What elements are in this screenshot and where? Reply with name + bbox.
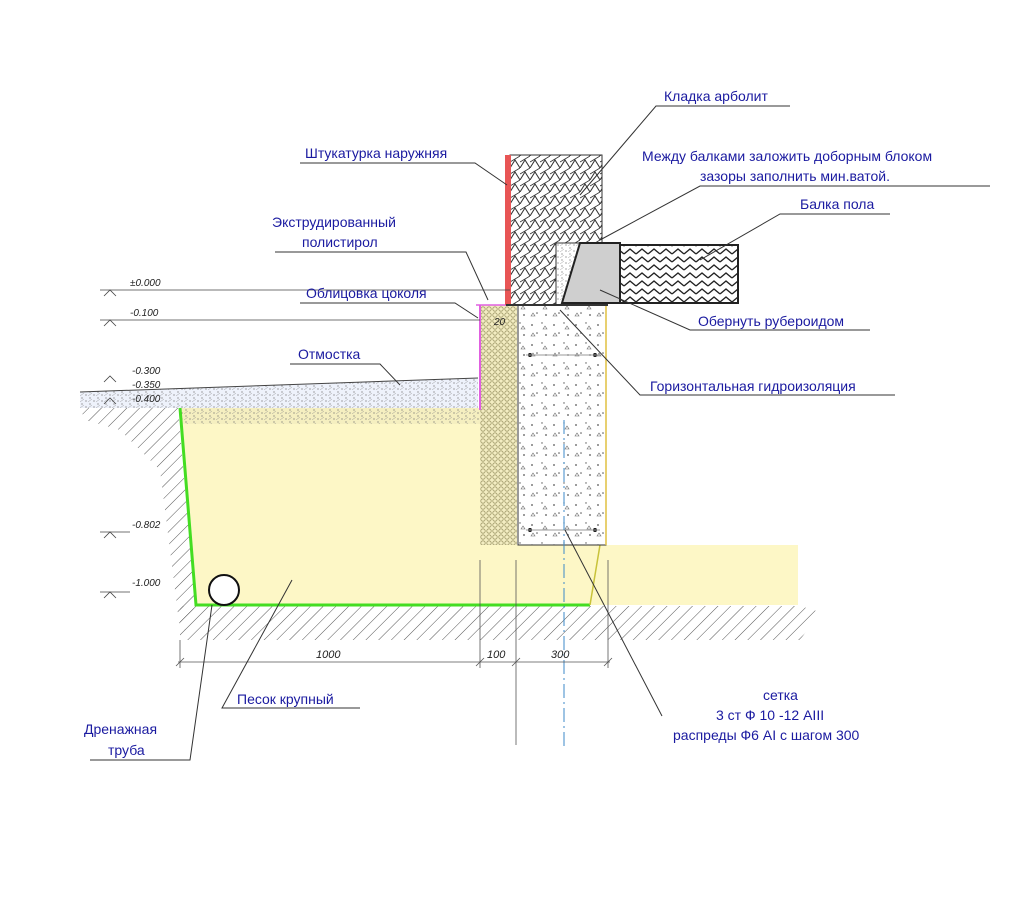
label-drenazh-1: Дренажная	[84, 721, 157, 737]
label-otmostka: Отмостка	[298, 346, 361, 362]
label-mezhdu-2: зазоры заполнить мин.ватой.	[700, 168, 890, 184]
dim-300: 300	[551, 649, 570, 661]
label-balka: Балка пола	[800, 196, 874, 212]
drain-pipe	[208, 574, 240, 606]
leader-lines	[90, 105, 990, 761]
earth-bottom	[180, 606, 820, 640]
label-setka-1: сетка	[763, 687, 798, 703]
drain-outline	[178, 407, 590, 607]
level-0350: -0.350	[132, 380, 161, 391]
level-0100: -0.100	[130, 308, 159, 319]
label-oblicovka: Облицовка цоколя	[306, 285, 427, 301]
level-0300: -0.300	[132, 366, 161, 377]
label-eps-1: Экструдированный	[272, 214, 396, 230]
label-mezhdu-1: Между балками заложить доборным блоком	[642, 148, 932, 164]
level-0000: ±0.000	[130, 278, 161, 289]
sand-backfill	[180, 424, 798, 605]
dim-1000: 1000	[316, 649, 341, 661]
level-0400: -0.400	[132, 394, 161, 405]
level-markers	[100, 289, 510, 599]
level-0802: -0.802	[132, 520, 161, 531]
label-obernut: Обернуть рубероидом	[698, 313, 844, 329]
earth-left	[80, 408, 195, 630]
label-kladka: Кладка арболит	[664, 88, 768, 104]
dim-20: 20	[493, 317, 506, 328]
label-pesok: Песок крупный	[237, 691, 334, 707]
dimension-line	[175, 560, 613, 745]
exterior-plaster	[505, 155, 511, 305]
label-drenazh-2: труба	[108, 742, 145, 758]
label-eps-2: полистирол	[302, 234, 378, 250]
label-setka-3: распреды Ф6 АI с шагом 300	[673, 727, 860, 743]
label-setka-2: 3 ст Ф 10 -12 АIII	[716, 707, 824, 723]
dim-100: 100	[487, 649, 506, 661]
level-1000: -1.000	[132, 578, 161, 589]
label-gidroizol: Горизонтальная гидроизоляция	[650, 378, 856, 394]
label-shtukaturka: Штукатурка наружняя	[305, 145, 447, 161]
